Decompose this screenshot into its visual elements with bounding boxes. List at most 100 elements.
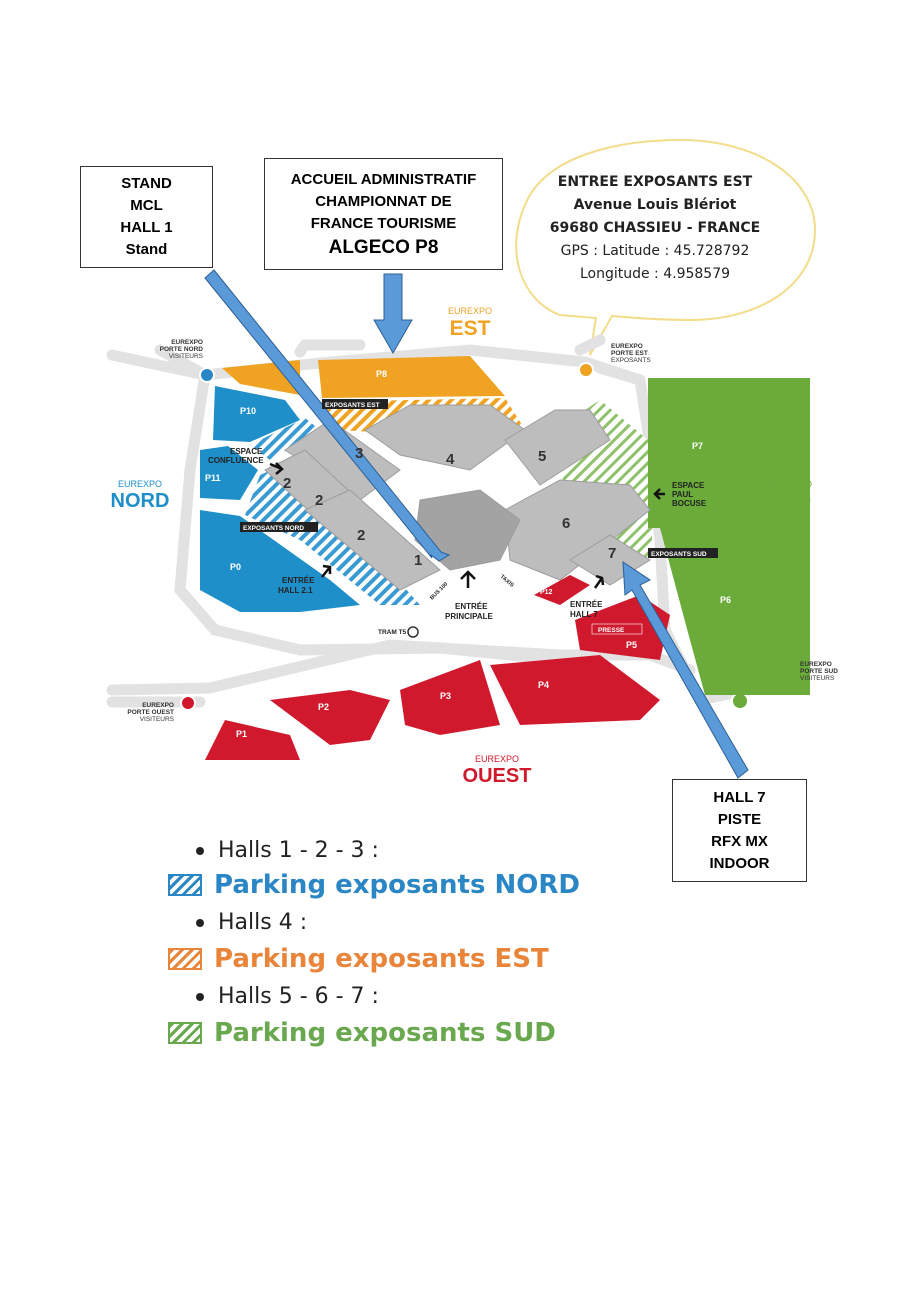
label-entree-hall7-1: ENTRÉE xyxy=(570,600,603,609)
address-bubble xyxy=(515,138,817,356)
accueil-line-1: ACCUEIL ADMINISTRATIF xyxy=(290,171,477,188)
hall-22-number: 2 xyxy=(315,492,323,509)
hall7-line-3: RFX MX xyxy=(711,833,768,850)
label-tram: TRAM T5 xyxy=(378,629,407,636)
zone-ouest-label: OUEST xyxy=(463,765,532,787)
gate-est-line2: PORTE EST xyxy=(611,350,648,357)
bullet-icon xyxy=(196,847,204,855)
parking-label-p7: P7 xyxy=(692,441,703,451)
legend-halls-4-text: Halls 4 : xyxy=(218,910,308,935)
accueil-line-3: FRANCE TOURISME xyxy=(310,215,457,232)
roundabout-nord xyxy=(199,367,215,383)
parking-p8-area xyxy=(318,356,505,398)
parking-label-p6: P6 xyxy=(720,595,731,605)
label-paul-bocuse-2: PAUL xyxy=(672,490,693,499)
tag-presse: PRESSE xyxy=(598,627,625,634)
address-bubble-text: ENTREE EXPOSANTS EST Avenue Louis Blério… xyxy=(525,171,785,286)
legend-halls-123: Halls 1 - 2 - 3 : xyxy=(196,838,379,863)
stand-line-4: Stand xyxy=(125,241,168,258)
zone-nord-eurexpo: EUREXPO xyxy=(118,479,162,489)
parking-label-p5: P5 xyxy=(626,640,637,650)
parking-label-p8: P8 xyxy=(376,369,387,379)
gate-ouest-line2: PORTE OUEST xyxy=(127,709,174,716)
gate-nord-line1: EUREXPO xyxy=(171,339,203,346)
hall-1-number: 1 xyxy=(414,552,422,569)
parking-label-p12: P12 xyxy=(540,589,553,596)
zone-ouest-eurexpo: EUREXPO xyxy=(475,754,519,764)
parking-p11-area xyxy=(200,446,258,500)
hatch-sud-icon xyxy=(168,1022,202,1044)
parking-label-p3: P3 xyxy=(440,691,451,701)
label-entree-principale-2: PRINCIPALE xyxy=(445,612,494,621)
parking-p1-area xyxy=(205,720,300,760)
legend-parking-sud: Parking exposants SUD xyxy=(168,1018,556,1048)
arrow-to-hall7 xyxy=(622,561,749,779)
label-paul-bocuse-1: ESPACE xyxy=(672,481,705,490)
zone-sud-label: SUD xyxy=(769,490,811,512)
hall-4-number: 4 xyxy=(446,451,455,468)
hall-3-number: 3 xyxy=(355,445,363,462)
tag-exposants-est: EXPOSANTS EST xyxy=(325,402,380,409)
label-bus: BUS 100 xyxy=(429,581,449,601)
tag-exposants-sud-bg xyxy=(648,548,718,558)
hall-21-number: 2 xyxy=(357,527,365,544)
parking-label-p1: P1 xyxy=(236,729,247,739)
parking-label-p11: P11 xyxy=(205,473,221,483)
roundabout-sud xyxy=(731,692,749,710)
parking-label-p10: P10 xyxy=(240,406,256,416)
parking-p7-area xyxy=(648,378,810,528)
hatch-est-icon xyxy=(168,948,202,970)
tag-exposants-sud: EXPOSANTS SUD xyxy=(651,551,707,558)
stand-line-1: STAND xyxy=(121,175,172,192)
parking-p12-area xyxy=(534,575,590,605)
stand-line-3: HALL 1 xyxy=(120,219,173,236)
label-entree-hall7-2: HALL 7 xyxy=(570,610,598,619)
legend-parking-est-text: Parking exposants EST xyxy=(214,944,549,974)
parking-label-p4: P4 xyxy=(538,680,549,690)
legend-parking-nord-text: Parking exposants NORD xyxy=(214,870,580,900)
hall-6-number: 6 xyxy=(562,515,570,532)
zone-sud-eurexpo: EUREXPO xyxy=(768,479,812,489)
label-taxis: TAXIS xyxy=(499,574,515,589)
tag-exposants-est-bg xyxy=(322,399,388,409)
gate-sud-line3: VISITEURS xyxy=(800,675,835,682)
tram-icon xyxy=(407,626,419,638)
arrow-to-algeco xyxy=(373,273,413,355)
parking-p6-area xyxy=(660,528,810,695)
gate-est-line3: EXPOSANTS xyxy=(611,357,651,364)
roundabout-ouest xyxy=(180,695,196,711)
parking-nord-hatch-top xyxy=(250,418,320,460)
accueil-line-2: CHAMPIONNAT DE xyxy=(315,193,452,210)
zone-est-label: EST xyxy=(450,317,491,340)
direction-arrows xyxy=(269,462,665,589)
gate-ouest-line1: EUREXPO xyxy=(142,702,174,709)
parking-p2-area xyxy=(270,690,390,745)
label-espace-confluence-1: ESPACE xyxy=(230,447,263,456)
legend-parking-sud-text: Parking exposants SUD xyxy=(214,1018,556,1048)
gate-est-line1: EUREXPO xyxy=(611,343,643,350)
zone-est-eurexpo: EUREXPO xyxy=(448,306,492,316)
bubble-title: ENTREE EXPOSANTS EST xyxy=(557,174,753,190)
label-entree-hall21-2: HALL 2.1 xyxy=(278,586,313,595)
gate-nord-line2: PORTE NORD xyxy=(160,346,204,353)
hall7-line-4: INDOOR xyxy=(709,855,770,872)
gate-nord-line3: VISITEURS xyxy=(169,353,204,360)
parking-p4-area xyxy=(490,655,660,725)
parking-label-p2: P2 xyxy=(318,702,329,712)
zone-nord-label: NORD xyxy=(111,490,170,512)
hall-23-number: 2 xyxy=(283,475,291,492)
stand-line-2: MCL xyxy=(130,197,163,214)
bubble-longitude: Longitude : 4.958579 xyxy=(579,266,731,282)
hatch-nord-icon xyxy=(168,874,202,896)
callout-accueil: ACCUEIL ADMINISTRATIF CHAMPIONNAT DE FRA… xyxy=(264,158,503,270)
bubble-latitude: GPS : Latitude : 45.728792 xyxy=(560,243,750,259)
parking-p3-area xyxy=(400,660,500,735)
parking-label-p0: P0 xyxy=(230,562,241,572)
parking-p10-area xyxy=(213,386,300,442)
gate-sud-line2: PORTE SUD xyxy=(800,668,838,675)
bullet-icon xyxy=(196,919,204,927)
callout-stand-mcl: STAND MCL HALL 1 Stand xyxy=(80,166,213,268)
legend-halls-123-text: Halls 1 - 2 - 3 : xyxy=(218,838,379,863)
bullet-icon xyxy=(196,993,204,1001)
